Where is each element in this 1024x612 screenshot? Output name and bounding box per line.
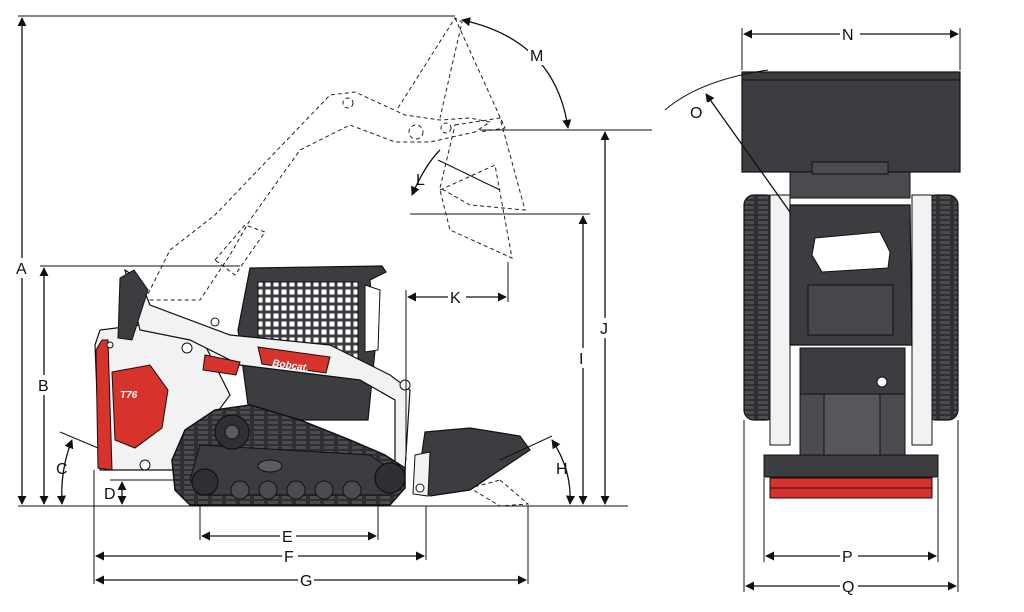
label-L: L — [416, 172, 425, 189]
brand-decal: Bobcat. — [272, 358, 310, 374]
label-K: K — [450, 290, 461, 307]
bucket — [417, 427, 531, 497]
model-decal: T76 — [120, 390, 138, 401]
label-O: O — [690, 105, 702, 122]
label-P: P — [842, 549, 853, 566]
label-A: A — [16, 261, 27, 278]
label-B: B — [38, 378, 49, 395]
label-J: J — [600, 321, 608, 338]
label-M: M — [530, 48, 543, 65]
label-F: F — [284, 549, 294, 566]
front-bucket — [741, 71, 961, 173]
label-N: N — [842, 27, 854, 44]
dimension-labels: A B C D E F G H I J K L M N O P Q — [14, 24, 860, 596]
label-D: D — [104, 486, 116, 503]
label-Q: Q — [842, 579, 854, 596]
label-C: C — [56, 461, 68, 478]
label-E: E — [282, 529, 293, 546]
label-H: H — [556, 461, 568, 478]
arm-red-decal — [257, 346, 331, 374]
side-view-loader: T76 Bobcat. — [94, 265, 531, 506]
side-decal-panel — [111, 364, 169, 449]
front-window — [811, 231, 891, 273]
front-view-loader — [741, 71, 961, 499]
label-I: I — [579, 351, 583, 368]
label-G: G — [300, 573, 312, 590]
